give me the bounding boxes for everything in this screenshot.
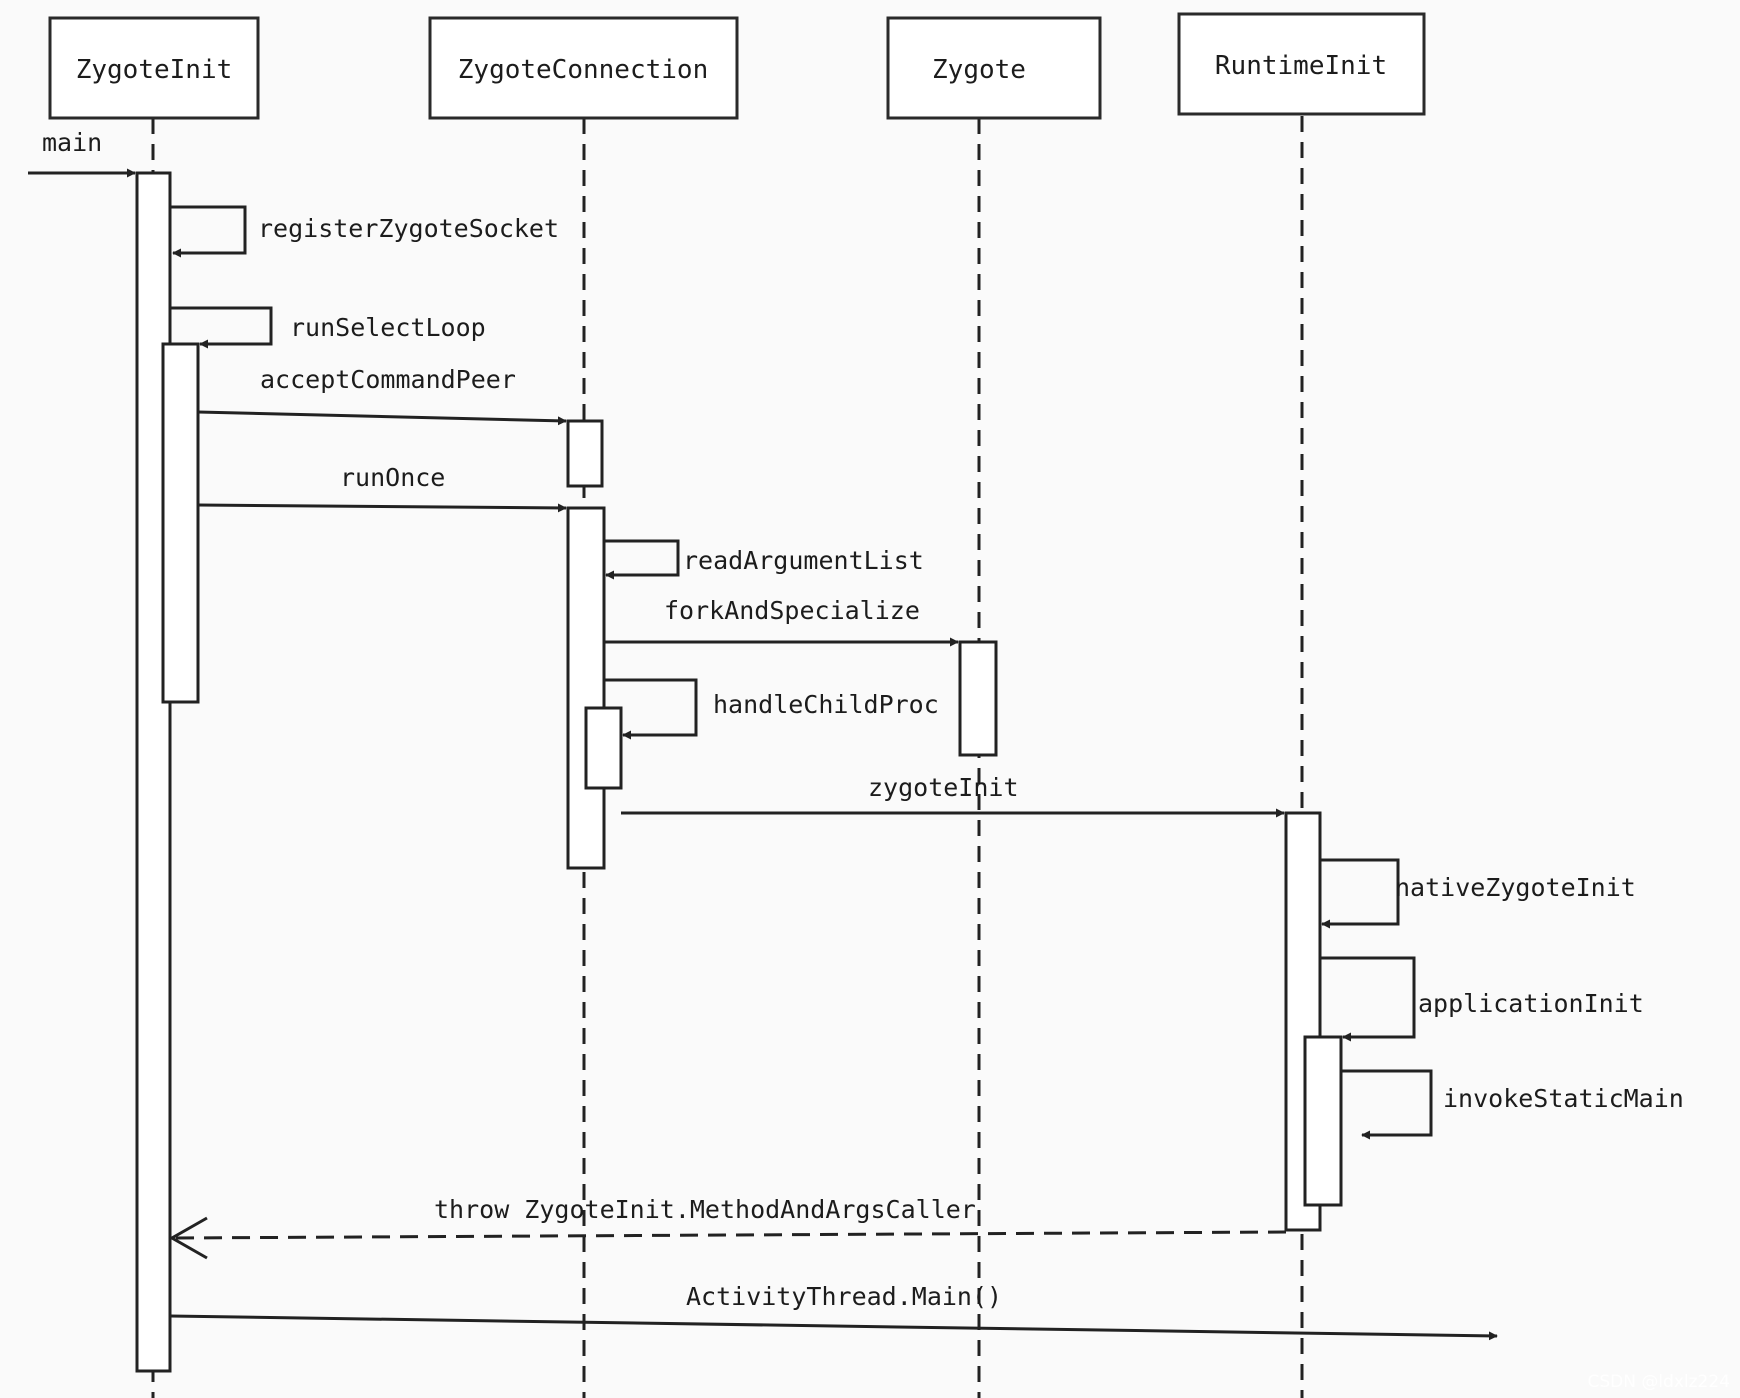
participant-zygote-init: ZygoteInit: [48, 16, 260, 120]
participant-label: ZygoteInit: [76, 55, 233, 85]
message-invoke-static-main-arrow: [1341, 1069, 1433, 1140]
message-run-select-loop-label: runSelectLoop: [290, 313, 486, 342]
participant-label: RuntimeInit: [1215, 51, 1387, 81]
participant-zygote: Zygote: [886, 16, 1102, 120]
participant-label: ZygoteConnection: [458, 55, 708, 85]
message-native-zygote-init-arrow: [1320, 858, 1400, 929]
message-run-once-arrow: [197, 503, 567, 513]
message-read-argument-list-arrow: [604, 539, 680, 580]
activation-handle-child-proc: [584, 706, 623, 790]
watermark: CSDN @ldxlz224: [1587, 1372, 1730, 1392]
message-invoke-static-main-label: invokeStaticMain: [1443, 1084, 1684, 1113]
message-handle-child-proc-label: handleChildProc: [713, 690, 939, 719]
message-throw-arrowhead: [168, 1216, 208, 1260]
message-zygote-init-label: zygoteInit: [868, 773, 1019, 802]
activation-run-once: [566, 506, 606, 870]
participant-zygote-connection: ZygoteConnection: [428, 16, 739, 120]
participant-label: Zygote: [932, 55, 1026, 85]
message-run-select-loop-arrow: [170, 306, 273, 349]
message-activity-thread-main-arrow: [169, 1314, 1498, 1341]
message-read-argument-list-label: readArgumentList: [683, 546, 924, 575]
message-native-zygote-init-label: nativeZygoteInit: [1395, 873, 1636, 902]
message-throw-arrow: [173, 1230, 1287, 1240]
message-activity-thread-main-label: ActivityThread.Main(): [686, 1282, 1002, 1311]
activation-run-select-loop: [161, 342, 200, 704]
message-accept-command-peer-label: acceptCommandPeer: [260, 365, 516, 394]
message-fork-and-specialize-label: forkAndSpecialize: [664, 596, 920, 625]
activation-accept-command-peer: [566, 419, 604, 488]
message-main-label: main: [42, 128, 102, 157]
message-application-init-arrow: [1320, 956, 1416, 1042]
message-register-zygote-socket-arrow: [170, 205, 247, 258]
message-application-init-label: applicationInit: [1418, 989, 1644, 1018]
message-accept-command-peer-arrow: [197, 410, 567, 426]
message-run-once-label: runOnce: [340, 463, 445, 492]
message-register-zygote-socket-label: registerZygoteSocket: [258, 214, 559, 243]
participant-runtime-init: RuntimeInit: [1177, 12, 1426, 116]
activation-invoke-static-main: [1303, 1035, 1343, 1207]
message-throw-label: throw ZygoteInit.MethodAndArgsCaller: [434, 1195, 976, 1224]
activation-fork-and-specialize: [958, 640, 998, 757]
message-handle-child-proc-arrow: [604, 678, 698, 740]
